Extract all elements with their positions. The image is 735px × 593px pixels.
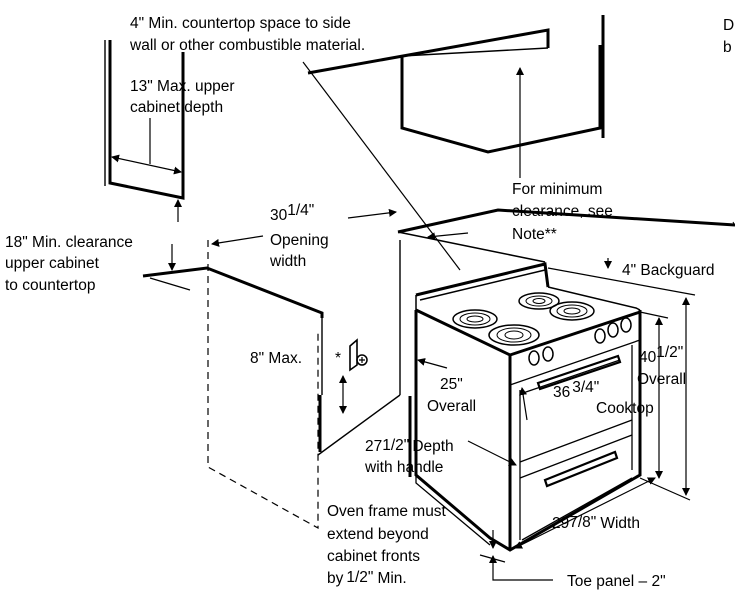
overall-depth-label: 25" — [440, 376, 463, 393]
oven-frame-label: Oven frame must — [327, 503, 447, 520]
cut-off-text: b — [723, 39, 732, 56]
dimension-lines — [111, 61, 735, 581]
oven-frame-label: extend beyond — [327, 526, 429, 543]
overall-height-label: Overall — [637, 371, 686, 388]
outlet-height-label: 8" Max. — [250, 350, 302, 367]
toe-panel-label: Toe panel – 2" — [567, 573, 666, 590]
width-label: 297/8"Width — [552, 514, 640, 532]
depth-with-handle-label: with handle — [364, 459, 443, 476]
countertop-space-label: wall or other combustible material. — [129, 37, 365, 54]
clearance-note-label: clearance, see — [512, 203, 613, 220]
burners — [452, 292, 595, 346]
dashed-base-cabinet — [207, 240, 401, 530]
clearance-note-label: For minimum — [512, 181, 602, 198]
outlet-note-marker: * — [335, 350, 341, 367]
left-countertop — [142, 266, 324, 452]
upper-cabinet-left — [104, 40, 185, 200]
cooktop-height-label: Cooktop — [596, 400, 654, 417]
clearance-label: to countertop — [5, 277, 95, 294]
clearance-label: upper cabinet — [5, 255, 100, 272]
control-knobs — [528, 317, 632, 366]
right-countertop-and-side — [397, 208, 735, 477]
clearance-note-label: Note** — [512, 226, 557, 243]
countertop-space-label: 4" Min. countertop space to side — [130, 15, 351, 32]
oven-frame-label: cabinet fronts — [327, 548, 420, 565]
overall-height-label: 401/2" — [639, 344, 683, 366]
cabinet-depth-label: cabinet depth — [130, 99, 223, 116]
opening-width-label: 301/4" — [270, 202, 314, 224]
upper-cabinet-right — [307, 15, 605, 154]
cabinet-depth-label: 13" Max. upper — [130, 78, 235, 95]
overall-depth-label: Overall — [427, 398, 476, 415]
cut-off-text: D — [723, 17, 734, 34]
clearance-label: 18" Min. clearance — [5, 234, 133, 251]
opening-width-label: Opening — [270, 232, 329, 249]
wall-outlet — [349, 338, 368, 372]
depth-with-handle-label: 271/2"Depth — [365, 437, 454, 455]
opening-width-label: width — [269, 253, 306, 270]
backguard-label: 4" Backguard — [622, 262, 715, 279]
